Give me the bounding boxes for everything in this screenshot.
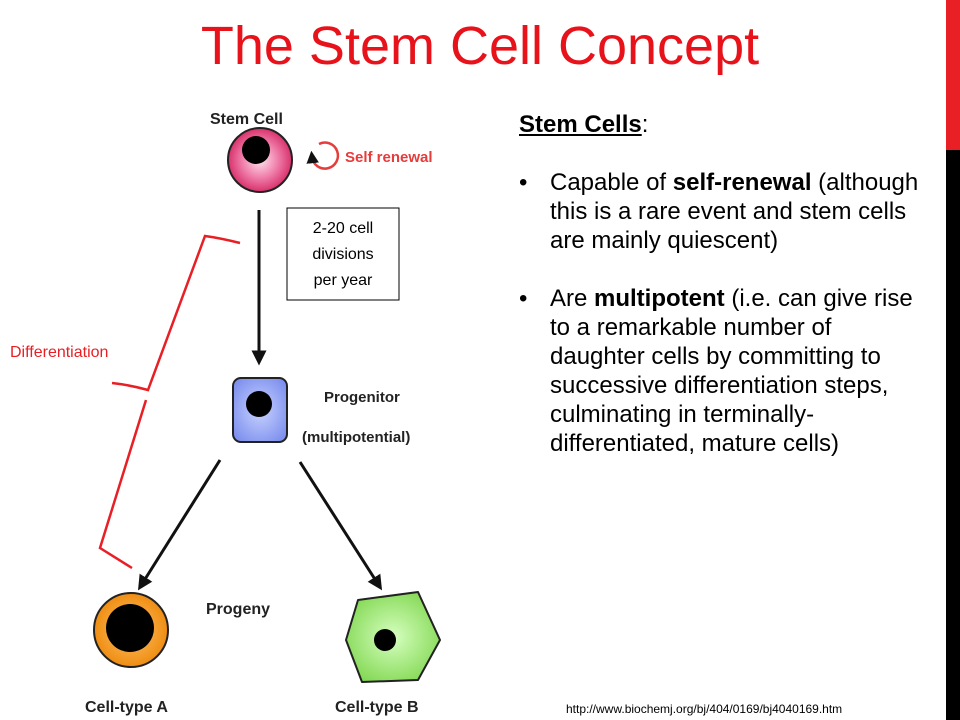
source-link[interactable]: http://www.biochemj.org/bj/404/0169/bj40… [566,702,843,716]
divisions-box: 2-20 cell divisions per year [286,207,400,301]
cell-type-b [345,591,441,683]
cell-type-b-label: Cell-type B [335,699,419,716]
side-bar-red [946,0,960,150]
bullet-multipotent: • Are multipotent (i.e. can give rise to… [519,285,913,457]
progenitor-cell [232,377,288,443]
page-title: The Stem Cell Concept [200,16,760,76]
decorative-side-bar [946,0,960,720]
self-renewal-arrow [306,141,340,170]
stem-cell [227,127,293,193]
cell-type-a-label: Cell-type A [85,699,168,716]
bullet-self-renewal: • Capable of self-renewal (although this… [519,169,919,254]
stem-cells-text: Stem Cells: • Capable of self-renewal (a… [519,110,919,458]
side-bar-black [946,150,960,720]
arrow-to-cell-type-a [138,459,222,591]
progenitor-label: Progenitor [324,389,400,406]
divisions-line-2: divisions [312,246,373,263]
divisions-line-1: 2-20 cell [313,220,373,237]
differentiation-bracket-upper [111,234,241,392]
stem-cell-diagram: Stem Cell Self renewal 2-20 cell divisio… [10,111,441,716]
stem-cell-label: Stem Cell [210,111,283,128]
progeny-label: Progeny [206,601,270,618]
bullet-dot: • [519,169,528,196]
bullet-dot: • [519,285,528,312]
cell-type-a [93,592,169,668]
differentiation-label: Differentiation [10,344,108,361]
self-renewal-label: Self renewal [345,149,433,166]
divisions-line-3: per year [314,272,373,289]
multipotential-label: (multipotential) [302,429,410,446]
differentiation-bracket-lower [98,399,148,570]
stem-cells-heading: Stem Cells: [519,111,649,138]
arrow-to-cell-type-b [298,461,383,591]
